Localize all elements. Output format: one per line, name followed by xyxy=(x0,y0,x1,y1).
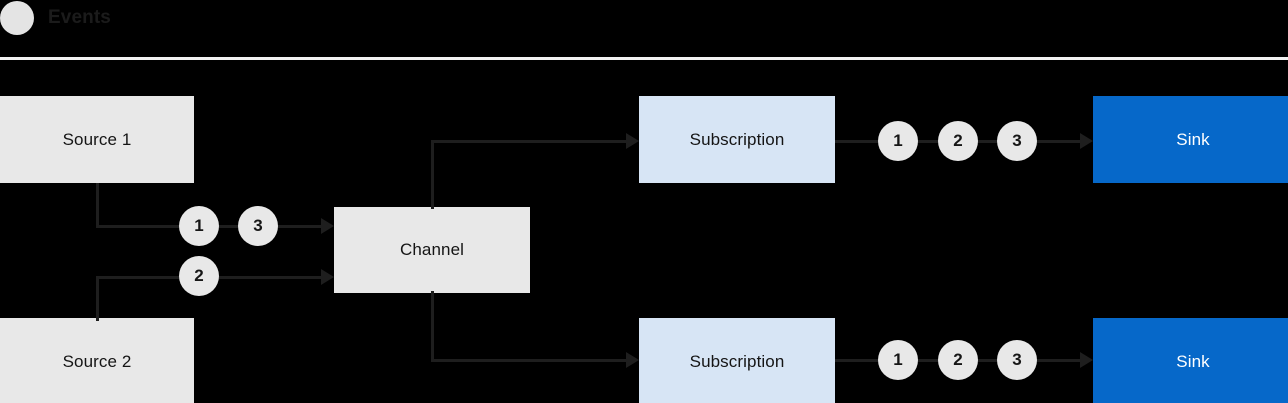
event-chip: 2 xyxy=(938,121,978,161)
event-chip: 1 xyxy=(878,340,918,380)
event-chip: 3 xyxy=(238,206,278,246)
event-chip-label: 1 xyxy=(893,350,903,369)
legend: Events xyxy=(0,0,300,36)
event-chip: 3 xyxy=(997,340,1037,380)
event-chip-label: 1 xyxy=(194,216,204,235)
event-chip: 2 xyxy=(179,256,219,296)
event-chip-label: 3 xyxy=(253,216,263,235)
node-sink-top-label: Sink xyxy=(1176,129,1210,149)
node-source-1-label: Source 1 xyxy=(62,129,132,149)
arrowhead-source2-to-channel xyxy=(321,269,334,285)
header-separator xyxy=(0,57,1288,60)
arrowhead-source1-to-channel xyxy=(321,218,334,234)
event-chip: 2 xyxy=(938,340,978,380)
event-chip-label: 3 xyxy=(1012,350,1022,369)
node-sink-top[interactable]: Sink xyxy=(1093,96,1288,183)
node-source-1[interactable]: Source 1 xyxy=(0,96,194,183)
event-chip-label: 3 xyxy=(1012,131,1022,150)
arrowhead-channel-to-subscription-bottom xyxy=(626,352,639,368)
legend-label: Events xyxy=(48,7,111,28)
wire-channel-down xyxy=(431,291,434,361)
node-channel[interactable]: Channel xyxy=(334,207,530,293)
node-subscription-bottom-label: Subscription xyxy=(689,351,785,371)
wire-source1-drop xyxy=(96,183,99,228)
node-source-2-label: Source 2 xyxy=(62,351,132,371)
arrowhead-subscription-bottom-to-sink xyxy=(1080,352,1093,368)
arrowhead-channel-to-subscription-top xyxy=(626,133,639,149)
node-subscription-top-label: Subscription xyxy=(689,129,785,149)
event-circle-icon xyxy=(0,1,34,35)
node-sink-bottom-label: Sink xyxy=(1176,351,1210,371)
wire-source2-rise xyxy=(96,276,99,321)
wire-channel-to-subscription-top xyxy=(431,140,626,143)
event-chip: 1 xyxy=(179,206,219,246)
node-subscription-top[interactable]: Subscription xyxy=(639,96,835,183)
event-chip: 3 xyxy=(997,121,1037,161)
wire-channel-to-subscription-bottom xyxy=(431,359,626,362)
event-chip-label: 2 xyxy=(953,131,963,150)
wire-channel-up xyxy=(431,141,434,209)
node-sink-bottom[interactable]: Sink xyxy=(1093,318,1288,403)
arrowhead-subscription-top-to-sink xyxy=(1080,133,1093,149)
node-subscription-bottom[interactable]: Subscription xyxy=(639,318,835,403)
event-chip-label: 2 xyxy=(953,350,963,369)
node-source-2[interactable]: Source 2 xyxy=(0,318,194,403)
node-channel-label: Channel xyxy=(399,240,465,259)
event-chip-label: 2 xyxy=(194,266,204,285)
event-chip: 1 xyxy=(878,121,918,161)
event-chip-label: 1 xyxy=(893,131,903,150)
